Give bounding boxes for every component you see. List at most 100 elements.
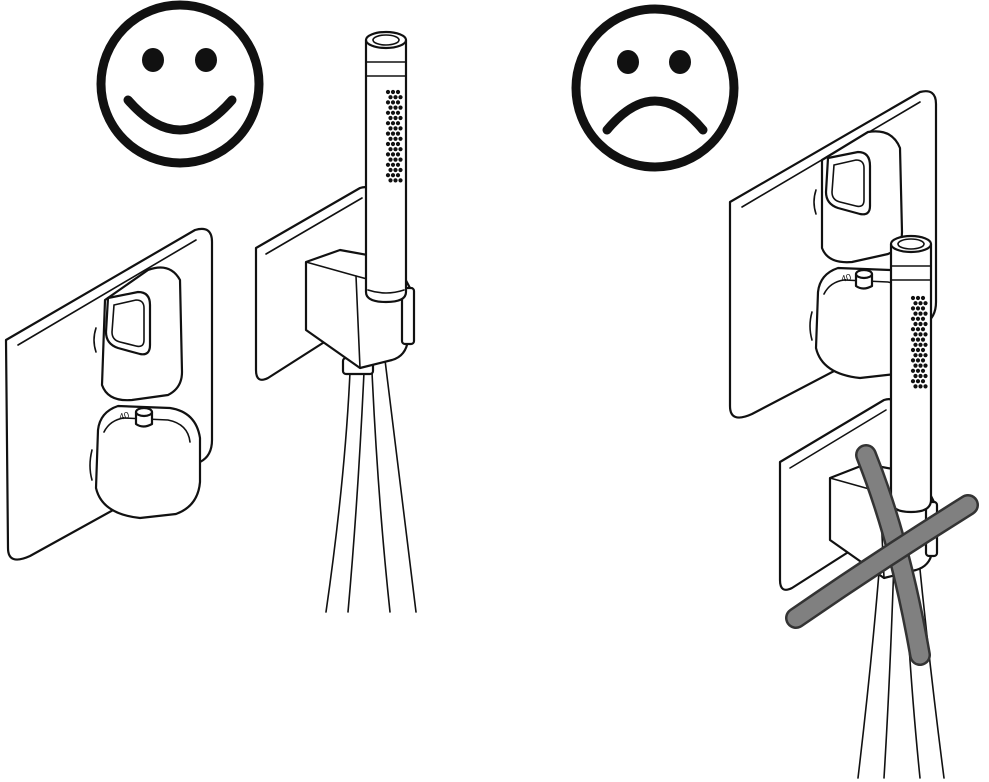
- spray-nozzles-left: [385, 89, 403, 183]
- nozzle-dot: [913, 342, 918, 347]
- nozzle-dot: [918, 384, 923, 389]
- nozzle-dot: [910, 368, 916, 373]
- nozzle-dot: [923, 363, 928, 368]
- nozzle-dot: [923, 342, 928, 347]
- nozzle-dot: [910, 327, 916, 332]
- nozzle-dot: [385, 110, 391, 115]
- nozzle-dot: [395, 141, 401, 147]
- temperature-label-right: 40: [840, 272, 852, 284]
- nozzle-dot: [915, 368, 921, 373]
- nozzle-dot: [390, 121, 396, 126]
- nozzle-dot: [390, 162, 396, 167]
- nozzle-dot: [918, 373, 923, 379]
- nozzle-dot: [395, 100, 401, 105]
- spray-nozzles-right: [910, 295, 928, 389]
- nozzle-dot: [390, 131, 396, 136]
- nozzle-dot: [918, 321, 923, 327]
- nozzle-dot: [398, 147, 403, 152]
- nozzle-dot: [393, 167, 398, 173]
- nozzle-dot: [920, 379, 926, 384]
- nozzle-dot: [393, 147, 398, 152]
- nozzle-dot: [390, 173, 396, 178]
- nozzle-dot: [918, 353, 923, 358]
- nozzle-dot: [385, 152, 391, 157]
- nozzle-dot: [395, 89, 401, 95]
- nozzle-dot: [390, 100, 396, 105]
- nozzle-dot: [393, 126, 398, 131]
- nozzle-dot: [385, 173, 391, 178]
- nozzle-dot: [915, 379, 921, 384]
- nozzle-dot: [910, 337, 916, 342]
- nozzle-dot: [913, 321, 918, 327]
- hand-shower-holder-correct: [254, 30, 417, 613]
- nozzle-dot: [398, 136, 403, 141]
- nozzle-dot: [910, 347, 916, 353]
- nozzle-dot: [393, 95, 398, 100]
- nozzle-dot: [385, 121, 391, 126]
- nozzle-dot: [920, 327, 926, 332]
- happy-face-icon: [96, 0, 264, 168]
- nozzle-dot: [915, 295, 921, 301]
- nozzle-dot: [918, 363, 923, 368]
- nozzle-dot: [913, 353, 918, 358]
- nozzle-dot: [923, 311, 928, 316]
- nozzle-dot: [915, 316, 921, 321]
- nozzle-dot: [910, 306, 916, 311]
- nozzle-dot: [388, 115, 393, 121]
- nozzle-dot: [913, 363, 918, 368]
- nozzle-dot: [398, 95, 403, 100]
- nozzle-dot: [388, 105, 393, 110]
- nozzle-dot: [390, 152, 396, 157]
- nozzle-dot: [915, 347, 921, 353]
- nozzle-dot: [398, 126, 403, 131]
- nozzle-dot: [923, 321, 928, 327]
- nozzle-dot: [390, 110, 396, 115]
- nozzle-dot: [923, 384, 928, 389]
- nozzle-dot: [388, 147, 393, 152]
- nozzle-dot: [395, 162, 401, 167]
- nozzle-dot: [388, 136, 393, 141]
- nozzle-dot: [918, 311, 923, 316]
- nozzle-dot: [385, 162, 391, 167]
- nozzle-dot: [398, 115, 403, 121]
- nozzle-dot: [385, 131, 391, 136]
- nozzle-dot: [393, 115, 398, 121]
- nozzle-dot: [920, 347, 926, 353]
- nozzle-dot: [913, 301, 918, 306]
- nozzle-dot: [393, 136, 398, 141]
- nozzle-dot: [915, 327, 921, 332]
- nozzle-dot: [388, 167, 393, 173]
- nozzle-dot: [910, 295, 916, 301]
- cross-out-icon: [785, 444, 979, 666]
- nozzle-dot: [913, 311, 918, 316]
- nozzle-dot: [918, 332, 923, 337]
- nozzle-dot: [910, 379, 916, 384]
- nozzle-dot: [385, 89, 391, 95]
- nozzle-dot: [395, 110, 401, 115]
- nozzle-dot: [915, 358, 921, 363]
- nozzle-dot: [398, 105, 403, 110]
- nozzle-dot: [915, 306, 921, 311]
- nozzle-dot: [913, 332, 918, 337]
- nozzle-dot: [393, 178, 398, 183]
- nozzle-dot: [385, 100, 391, 105]
- nozzle-dot: [385, 141, 391, 147]
- nozzle-dot: [910, 316, 916, 321]
- nozzle-dot: [913, 384, 918, 389]
- nozzle-dot: [910, 358, 916, 363]
- nozzle-dot: [398, 157, 403, 162]
- nozzle-dot: [920, 295, 926, 301]
- nozzle-dot: [398, 178, 403, 183]
- nozzle-dot: [923, 373, 928, 379]
- nozzle-dot: [918, 301, 923, 306]
- sad-face-icon: [571, 4, 739, 172]
- nozzle-dot: [920, 358, 926, 363]
- temperature-label-left: 40: [118, 410, 130, 422]
- nozzle-dot: [388, 95, 393, 100]
- nozzle-dot: [388, 157, 393, 162]
- nozzle-dot: [395, 173, 401, 178]
- nozzle-dot: [918, 342, 923, 347]
- nozzle-dot: [920, 368, 926, 373]
- nozzle-dot: [388, 178, 393, 183]
